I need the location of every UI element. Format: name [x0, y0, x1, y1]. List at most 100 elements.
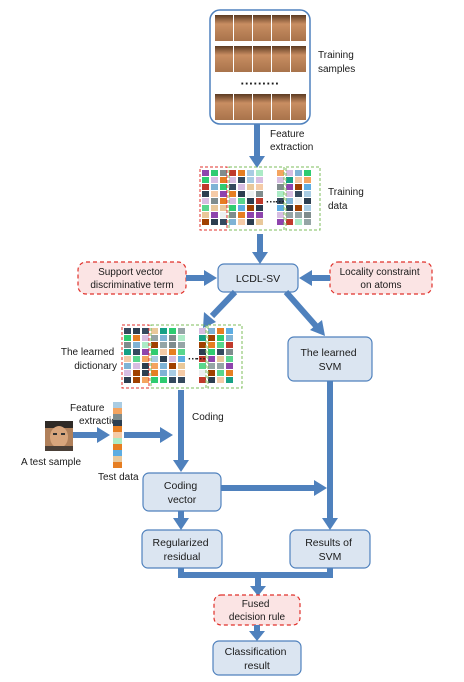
matrix-cell [211, 212, 218, 218]
matrix-cell [160, 356, 167, 362]
matrix-cell [229, 212, 236, 218]
matrix-cell [211, 184, 218, 190]
matrix-cell [113, 408, 122, 414]
test-sample-label: A test sample [21, 457, 81, 468]
matrix-cell [160, 342, 167, 348]
matrix-cell [277, 177, 284, 183]
matrix-cell [199, 363, 206, 369]
coding-label: Coding [192, 412, 224, 423]
matrix-cell [169, 349, 176, 355]
matrix-cell [277, 212, 284, 218]
matrix-group-frame [150, 324, 207, 389]
matrix-cell [277, 170, 284, 176]
arrow-head [160, 427, 173, 443]
matrix-cell [247, 177, 254, 183]
matrix-cell [151, 335, 158, 341]
matrix-cell [151, 370, 158, 376]
matrix-cell [160, 335, 167, 341]
matrix-cell [199, 328, 206, 334]
learned-dictionary-matrix: ······ [121, 324, 243, 389]
matrix-cell [169, 328, 176, 334]
arrow-head [322, 518, 338, 530]
matrix-cell [113, 402, 122, 408]
arrow-head [252, 252, 268, 264]
matrix-cell [133, 370, 140, 376]
support-vector-term-label: Support vector discriminative term [90, 267, 173, 291]
matrix-cell [295, 184, 302, 190]
matrix-cell [160, 370, 167, 376]
matrix-cell [229, 177, 236, 183]
matrix-group-frame [207, 324, 243, 389]
matrix-cell [124, 349, 131, 355]
test-data-label: Test data [98, 472, 139, 483]
arrow-head [310, 320, 325, 336]
matrix-cell [124, 342, 131, 348]
learned-dictionary-label: The learned dictionary [61, 347, 117, 372]
matrix-cell [151, 342, 158, 348]
matrix-cell [295, 205, 302, 211]
matrix-cell [256, 212, 263, 218]
matrix-cell [151, 328, 158, 334]
matrix-cell [113, 444, 122, 450]
matrix-cell [304, 205, 311, 211]
matrix-cell [220, 177, 227, 183]
training-data-matrix: ······ [199, 166, 321, 231]
matrix-cell [142, 335, 149, 341]
matrix-cell [304, 177, 311, 183]
matrix-cell [208, 377, 215, 383]
training-samples-photos: ········· [209, 9, 311, 125]
matrix-cell [217, 363, 224, 369]
matrix-cell [295, 170, 302, 176]
matrix-cell [277, 219, 284, 225]
matrix-ellipsis: ··· [275, 197, 285, 208]
matrix-cell [220, 184, 227, 190]
matrix-cell [133, 356, 140, 362]
matrix-cell [277, 191, 284, 197]
matrix-cell [226, 363, 233, 369]
matrix-cell [208, 356, 215, 362]
matrix-cell [202, 191, 209, 197]
matrix-cell [151, 363, 158, 369]
matrix-cell [295, 212, 302, 218]
fused-decision-rule-box: Fused decision rule [213, 594, 301, 626]
matrix-cell [304, 219, 311, 225]
matrix-cell [286, 177, 293, 183]
matrix-cell [229, 191, 236, 197]
arrow-head [249, 156, 265, 168]
matrix-cell [124, 363, 131, 369]
matrix-cell [238, 212, 245, 218]
matrix-cell [286, 205, 293, 211]
matrix-cell [304, 198, 311, 204]
matrix-cell [256, 191, 263, 197]
matrix-cell [142, 377, 149, 383]
matrix-cell [295, 198, 302, 204]
matrix-cell [220, 170, 227, 176]
arrow-head [249, 631, 265, 641]
regularized-residual-label: Regularized residual [153, 537, 212, 563]
matrix-cell [202, 219, 209, 225]
matrix-cell [286, 184, 293, 190]
matrix-cell [238, 219, 245, 225]
matrix-cell [199, 342, 206, 348]
matrix-cell [142, 370, 149, 376]
matrix-cell [256, 198, 263, 204]
matrix-cell [178, 335, 185, 341]
matrix-cell [229, 184, 236, 190]
matrix-cell [247, 198, 254, 204]
training-samples-label: Training samples [318, 50, 357, 75]
matrix-cell [217, 342, 224, 348]
matrix-cell [142, 349, 149, 355]
matrix-cell [113, 462, 122, 468]
matrix-cell [238, 170, 245, 176]
results-svm-box: Results of SVM [289, 529, 371, 569]
matrix-cell [142, 356, 149, 362]
matrix-cell [217, 377, 224, 383]
matrix-cell [229, 170, 236, 176]
lcdl-sv-box: LCDL-SV [217, 263, 299, 293]
matrix-cell [113, 450, 122, 456]
matrix-cell [199, 335, 206, 341]
matrix-cell [113, 432, 122, 438]
matrix-ellipsis: ··· [196, 354, 206, 365]
matrix-cell [178, 328, 185, 334]
matrix-cell [217, 335, 224, 341]
